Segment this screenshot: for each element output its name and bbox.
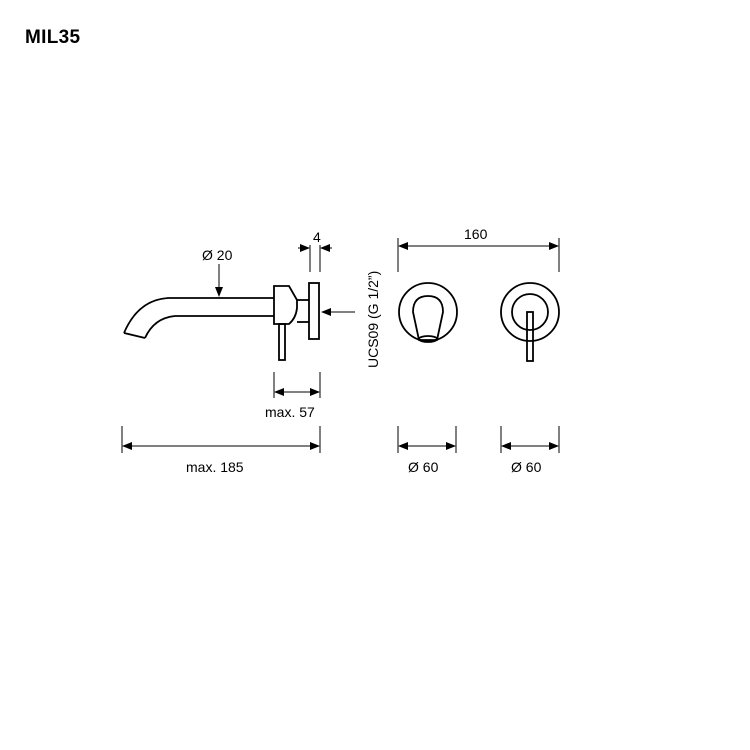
plate-thickness-label: 4 [313,229,321,245]
mixer-plate-circle [500,282,560,342]
product-code: MIL35 [25,27,81,48]
spout-length-max-label: max. 185 [186,459,244,475]
side-view [121,244,355,453]
spout-diameter-label: Ø 20 [202,247,233,263]
mixer-inner-circle [511,293,549,331]
center-distance-label: 160 [464,226,488,242]
mixer-plate-diameter-label: Ø 60 [511,459,542,475]
wall-plate [308,282,320,340]
spout-outline [123,297,274,339]
spout-front [412,295,444,341]
front-view [397,238,560,453]
spout-plate-diameter-label: Ø 60 [408,459,439,475]
body-outline [273,285,298,325]
mixer-lever [526,311,534,362]
spout-plate-circle [398,282,458,342]
lever-handle [278,323,286,361]
connection-spec-label: UCS09 (G 1/2”) [365,271,381,368]
projection-max-label: max. 57 [265,404,315,420]
